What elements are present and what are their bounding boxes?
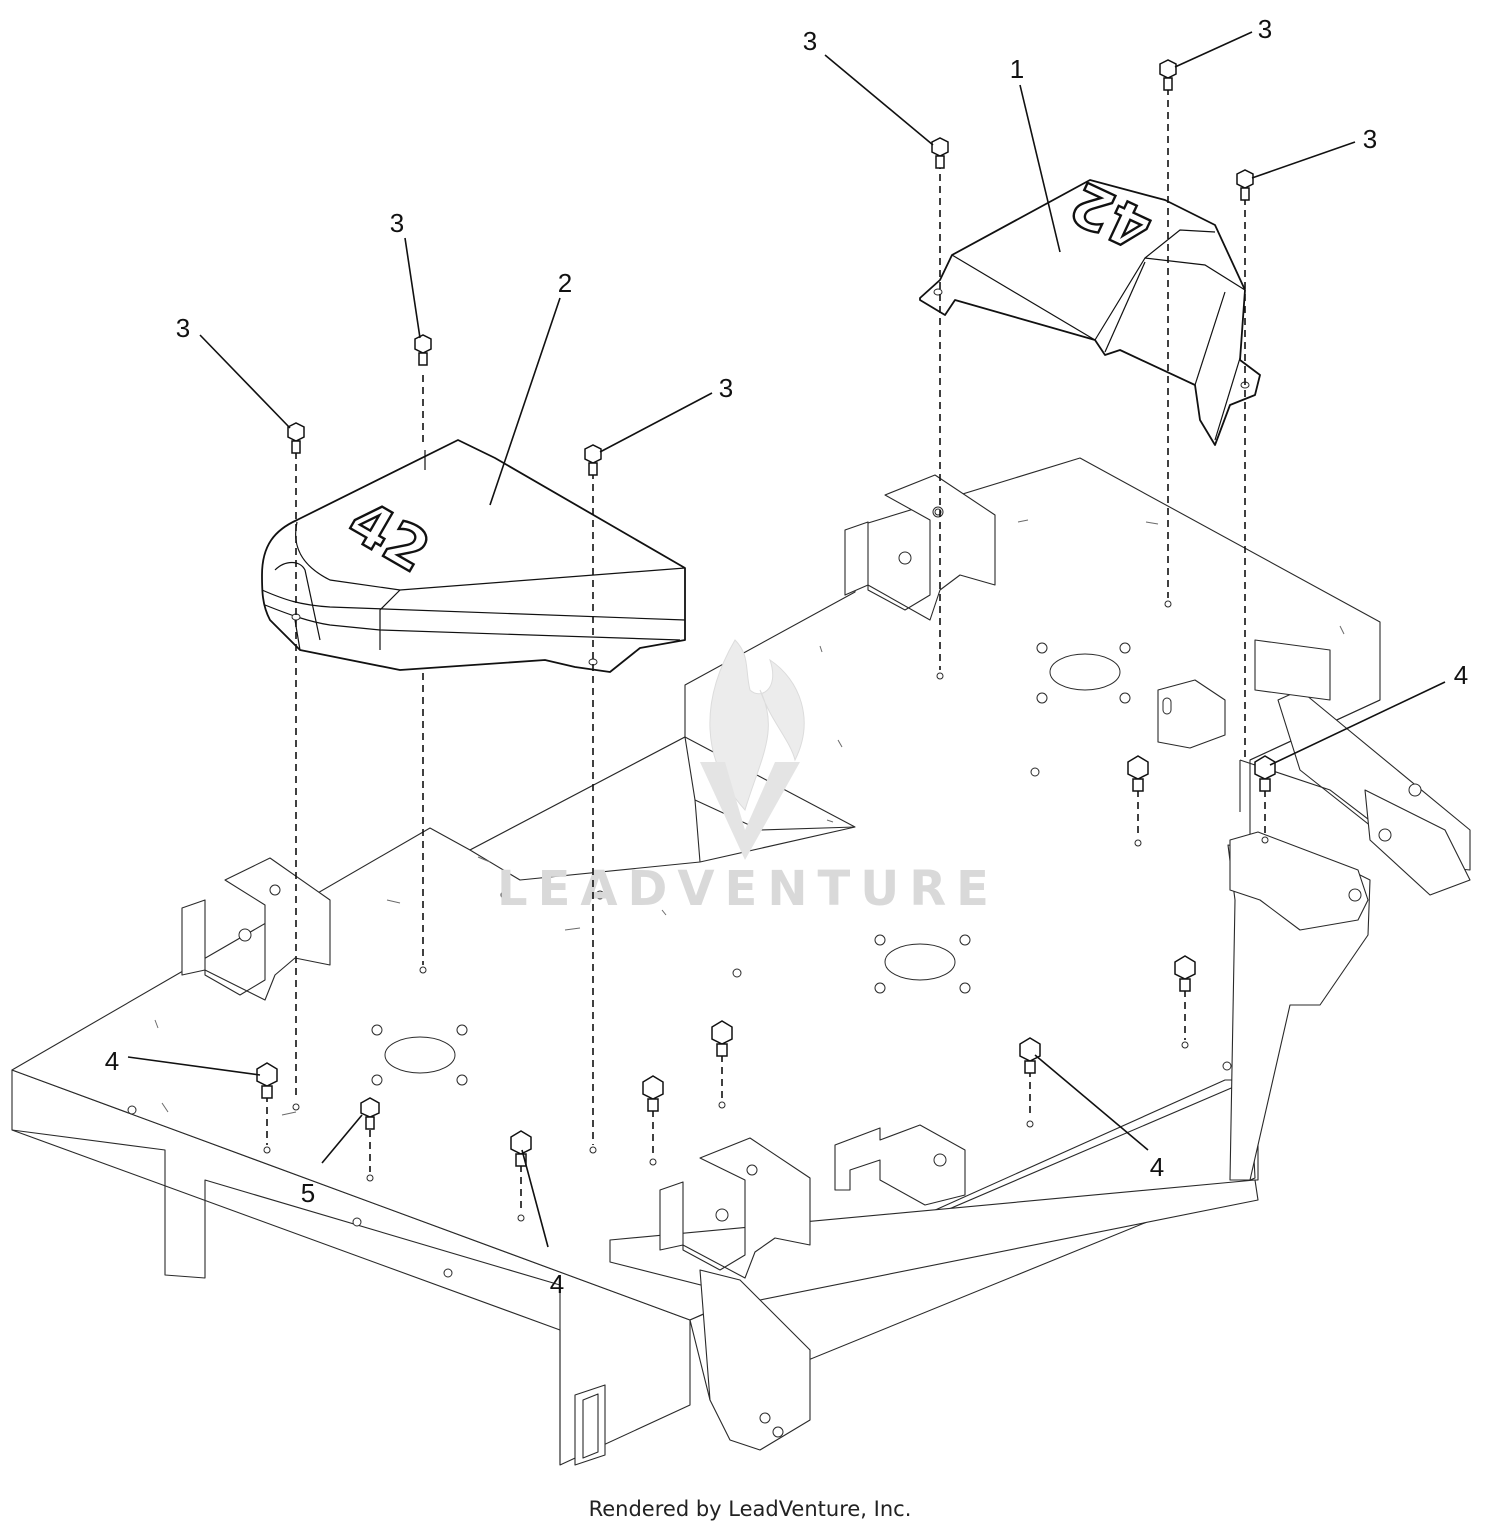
callout-4: 4 <box>1454 660 1468 690</box>
flange-bolt-icon <box>1127 755 1149 792</box>
bolt-icon <box>931 137 949 169</box>
callout-4: 4 <box>105 1046 119 1076</box>
spindle-center <box>874 934 971 994</box>
mower-deck <box>11 457 1471 1466</box>
deck-slots <box>154 519 1345 1116</box>
assembly-lines <box>266 88 1266 1212</box>
bolt-icon <box>360 1097 380 1130</box>
callout-3: 3 <box>719 373 733 403</box>
flange-bolt-icon <box>1254 755 1276 792</box>
leader-lines <box>127 31 1446 1248</box>
flange-bolt-icon <box>1174 955 1196 992</box>
baffle-bracket-front <box>834 1124 966 1206</box>
spindle-left <box>371 1024 468 1086</box>
callout-3: 3 <box>176 313 190 343</box>
bolt-icon <box>1159 59 1177 91</box>
deck-mount-holes <box>127 508 1269 1278</box>
footer-credit: Rendered by LeadVenture, Inc. <box>588 1497 912 1521</box>
watermark-text: LEADVENTURE <box>497 861 999 917</box>
caster-bracket-right-rear <box>844 474 996 621</box>
callout-4: 4 <box>1150 1152 1164 1182</box>
watermark-v-icon <box>700 762 800 860</box>
flange-bolt-icon <box>510 1130 532 1167</box>
watermark: LEADVENTURE <box>497 639 999 917</box>
callout-1: 1 <box>1010 54 1024 84</box>
bolts-item-3 <box>287 59 1254 476</box>
belt-cover-left: 42 <box>261 439 686 673</box>
bolt-icon <box>1236 169 1254 201</box>
bolts-item-4 <box>256 755 1276 1167</box>
spindle-right <box>1036 642 1131 704</box>
callout-2: 2 <box>558 268 572 298</box>
callout-3: 3 <box>390 208 404 238</box>
callout-4: 4 <box>550 1269 564 1299</box>
callouts: 3 3 3 3 3 3 2 1 4 4 4 4 5 <box>105 14 1468 1299</box>
callout-5: 5 <box>301 1178 315 1208</box>
callout-3: 3 <box>803 26 817 56</box>
flange-bolt-icon <box>642 1075 664 1112</box>
belt-cover-right: 42 <box>919 167 1261 446</box>
bolt-icon <box>414 334 432 366</box>
baffle-bracket-rear <box>1157 679 1226 749</box>
bolt-item-5 <box>360 1097 380 1130</box>
caster-bracket-left <box>181 857 331 1001</box>
bolt-icon <box>287 422 305 454</box>
callout-3: 3 <box>1363 124 1377 154</box>
caster-bracket-front <box>659 1137 811 1279</box>
bolt-icon <box>584 444 602 476</box>
flange-bolt-icon <box>711 1020 733 1057</box>
callout-3: 3 <box>1258 14 1272 44</box>
flange-bolt-icon <box>256 1062 278 1099</box>
